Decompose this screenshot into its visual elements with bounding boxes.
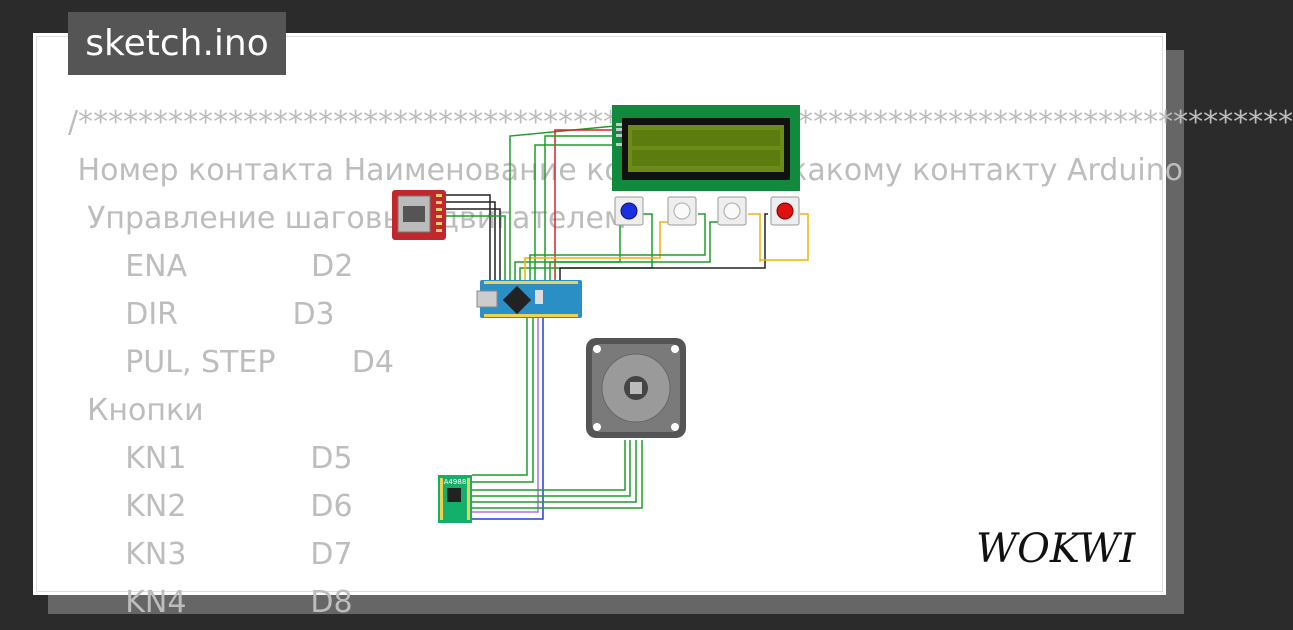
wire-btn3-b bbox=[748, 213, 761, 262]
circuit-diagram: A4988 bbox=[392, 105, 809, 523]
wire-driver-ena bbox=[472, 318, 528, 476]
wire-btn2 bbox=[524, 221, 670, 282]
driver-label: A4988 bbox=[444, 478, 467, 486]
wire-sd-3 bbox=[445, 208, 501, 283]
wire-btn4 bbox=[559, 213, 768, 282]
button-cap bbox=[776, 202, 794, 220]
code-line: DIR D3 bbox=[68, 297, 335, 332]
code-line: KN1 D5 bbox=[68, 441, 353, 476]
code-line: KN2 D6 bbox=[68, 489, 353, 524]
wire-lcd-gnd bbox=[534, 144, 615, 282]
button-white-2[interactable] bbox=[717, 196, 747, 226]
button-cap bbox=[723, 202, 741, 220]
driver-chip bbox=[447, 488, 461, 502]
lcd-characters bbox=[632, 130, 780, 166]
wire-motor-2 bbox=[472, 440, 631, 497]
code-line: ENA D2 bbox=[68, 249, 354, 284]
code-line: PUL, STEP D4 bbox=[68, 345, 394, 380]
sd-card bbox=[403, 206, 425, 222]
wire-driver-dir bbox=[472, 318, 534, 483]
wokwi-logo: WOKWI bbox=[976, 526, 1136, 572]
wire-driver-gnd bbox=[472, 318, 544, 520]
wire-motor-3 bbox=[472, 440, 637, 503]
wire-btn2-b bbox=[529, 213, 706, 282]
lcd-display[interactable] bbox=[612, 105, 800, 191]
usb-port bbox=[476, 290, 498, 308]
stepper-motor[interactable] bbox=[586, 338, 686, 438]
wires bbox=[445, 125, 809, 520]
wire-motor-4 bbox=[472, 440, 643, 509]
code-line: KN3 D7 bbox=[68, 537, 353, 572]
wire-sd-2 bbox=[445, 201, 496, 283]
arduino-nano[interactable] bbox=[476, 280, 582, 318]
wire-sd-4 bbox=[445, 215, 506, 283]
preview-card: /***************************************… bbox=[33, 33, 1293, 620]
reset-button bbox=[535, 290, 543, 304]
button-red[interactable] bbox=[770, 196, 800, 226]
wire-driver-step bbox=[472, 318, 539, 513]
shaft-flat bbox=[630, 382, 642, 394]
wokwi-logo-text: WOKWI bbox=[976, 526, 1136, 572]
code-line: Кнопки bbox=[68, 393, 204, 428]
code-line: KN4 D8 bbox=[68, 585, 353, 620]
wire-sd-1 bbox=[445, 194, 491, 283]
wire-lcd-vcc bbox=[554, 129, 615, 285]
button-blue[interactable] bbox=[614, 196, 644, 226]
button-cap bbox=[673, 202, 691, 220]
button-white-1[interactable] bbox=[667, 196, 697, 226]
sketch-title: sketch.ino bbox=[68, 12, 286, 75]
card-border bbox=[36, 36, 1163, 592]
wire-btn3 bbox=[549, 221, 718, 282]
mcu-chip bbox=[502, 285, 532, 315]
lcd-pins bbox=[616, 123, 622, 146]
sd-card-module[interactable] bbox=[392, 190, 446, 240]
a4988-driver[interactable]: A4988 bbox=[438, 475, 472, 523]
code-line: Управление шаговым двигателем bbox=[68, 201, 627, 236]
button-cap bbox=[620, 202, 638, 220]
wire-motor-1 bbox=[472, 440, 626, 491]
wire-btn4-b bbox=[760, 213, 809, 261]
wire-lcd-scl bbox=[544, 135, 615, 282]
